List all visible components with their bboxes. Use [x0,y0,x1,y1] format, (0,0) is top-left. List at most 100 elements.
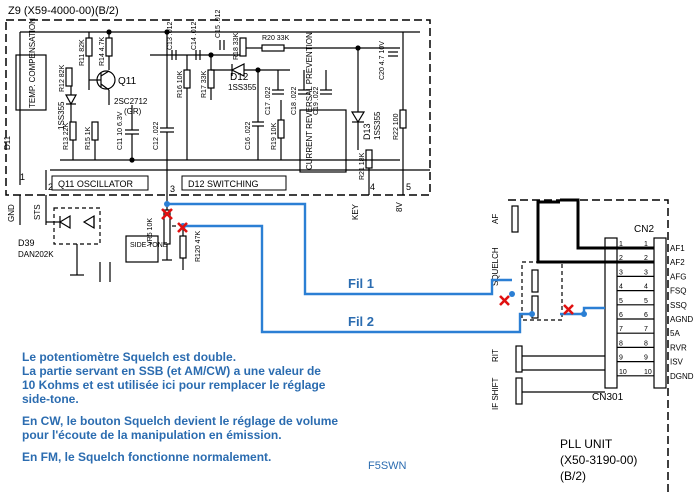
signal-afg: AFG [670,272,686,281]
af-pot [511,205,519,233]
gnd-label: GND [7,204,16,222]
cn2-pin-4: 4 [644,284,648,291]
c19-label: C19 .022 [313,86,320,115]
cn2-pin-10: 10 [644,369,652,376]
signal-isv: ISV [670,358,684,367]
current-reversal-label: CURRENT REVERSAL PREVENTION [305,32,314,170]
d39-part-label: DAN202K [18,250,54,259]
signal-rvr: RVR [670,343,687,352]
d12-label: D12 [230,72,249,83]
squelch-pot-label: SQUELCH [491,247,500,286]
bv-label: 8V [395,202,404,212]
c15-label: C15 .012 [215,9,222,38]
if-shift-pot [515,377,523,405]
r21-label: R21 18K [359,152,366,180]
r13-label: R13 22K [63,122,70,150]
q11-label: Q11 [118,76,137,87]
cut-mark-2 [177,222,188,233]
pll-unit-title: PLL UNIT [560,437,613,451]
d11-left-label: D11 [3,135,12,150]
rit-pot-label: RIT [491,349,500,362]
pll-unit-sheet: (B/2) [560,469,586,483]
note-fm-normal: En FM, le Squelch fonctionne normalement… [22,450,272,464]
cn2-pin-2: 2 [644,255,648,262]
key-label: KEY [351,203,360,220]
cn2-pin-5: 5 [644,298,648,305]
cn301-pin-1: 1 [619,241,623,248]
cn2-pin-3: 3 [644,269,648,276]
current-reversal-box [299,109,347,173]
d11-part-label: 1SS355 [57,101,66,130]
pin5-label: 5 [406,182,411,192]
component-labels: R11 82K R14 4.7K R12 82K R13 22K R15 1K … [59,9,400,180]
board-title: Z9 (X59-4000-00)(B/2) [8,5,119,17]
r12-label: R12 82K [59,64,66,92]
signal-fsq: FSQ [670,287,686,296]
cn2-strip [653,237,667,389]
cn2-pin-6: 6 [644,312,648,319]
c16-label: C16 .022 [245,121,252,150]
wire-labels: Fil 1 Fil 2 [348,276,374,329]
signal-ssq: SSQ [670,301,687,310]
r15-label: R15 1K [85,126,92,150]
c12-label: C12 .022 [153,121,160,150]
cn301-strip [604,237,618,389]
rit-pot [515,345,523,373]
cn301-pin-6: 6 [619,312,623,319]
c20-label: C20 4.7 10V [379,41,386,80]
author-signature: F5SWN [368,460,407,472]
pll-unit-part: (X50-3190-00) [560,453,637,467]
pin4-label: 4 [370,182,375,192]
z9-board [5,19,431,196]
cn301-pin-10: 10 [619,369,627,376]
cn2-pin-7: 7 [644,326,648,333]
c13-label: C13 .012 [167,21,174,50]
switching-label: D12 SWITCHING [188,179,259,189]
if-shift-pot-label: IF SHIFT [491,377,500,410]
signal-agnd: AGND [670,315,693,324]
r14-label: R14 4.7K [99,36,106,66]
af-pot-label: AF [491,214,500,224]
signal-af1: AF1 [670,244,685,253]
cn301-pin-5: 5 [619,298,623,305]
signal-dgnd: DGND [670,372,694,381]
cn301-pin-8: 8 [619,340,623,347]
cn301-pin-2: 2 [619,255,623,262]
pin2-label: 2 [48,182,53,192]
r18-label: R18 33K [233,32,240,60]
cut-marks [161,208,574,315]
external-labels: D39 DAN202K VR5 10K R120 47K SIDE TONE [18,218,202,262]
sts-label: STS [33,204,42,220]
fil2-wire [183,224,532,334]
cn2-label: CN2 [634,224,654,235]
fil1-wire [167,202,512,296]
r120-body [179,235,187,259]
side-tone-box [125,235,159,263]
r19-label: R19 10K [271,122,278,150]
d11-symbol [64,94,78,106]
r12-body [65,67,73,87]
fil2-label: Fil 2 [348,314,374,329]
r11-label: R11 82K [79,39,86,66]
c17-label: C17 .022 [265,86,272,115]
c11-label: C11 10 6.3V [117,111,124,150]
oscillator-label: Q11 OSCILLATOR [58,179,134,189]
r120-label: R120 47K [195,231,202,262]
connector-section [508,198,669,495]
q11-rank-label: (GR) [124,107,142,116]
cut-mark-3 [499,295,510,306]
note-cw-volume: En CW, le bouton Squelch devient le régl… [22,414,339,442]
modification-wires [164,201,605,334]
board-outline [5,19,431,196]
d13-symbol [350,111,366,124]
temp-comp-label: TEMP. COMPENSATION [28,18,37,108]
cn301-pin-9: 9 [619,355,623,362]
cn301-label: CN301 [592,392,624,403]
r13-body [69,121,77,141]
note-squelch-double: Le potentiomètre Squelch est double. La … [22,350,326,406]
r17-label: R17 33K [201,70,208,98]
pin3-label: 3 [170,184,175,194]
cut-mark-1 [161,208,173,220]
